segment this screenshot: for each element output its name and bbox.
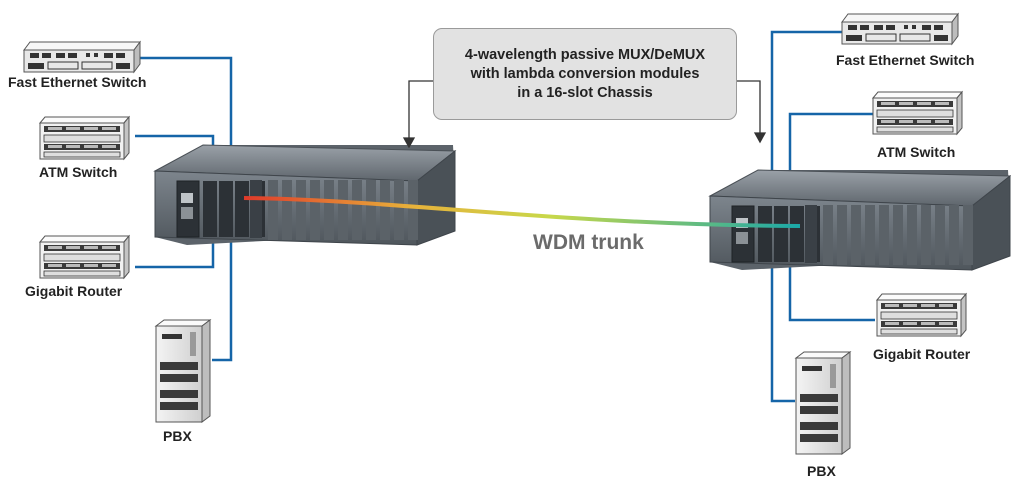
left-pbx-icon bbox=[155, 319, 211, 423]
right-gigabit-router-icon bbox=[876, 293, 967, 337]
right-gigabit-router-label: Gigabit Router bbox=[873, 346, 971, 362]
right-fast-ethernet-switch-label: Fast Ethernet Switch bbox=[836, 52, 975, 68]
right-atm-switch-icon bbox=[872, 91, 963, 135]
callout-arrows bbox=[402, 80, 767, 149]
callout-arrow-right-line bbox=[737, 80, 761, 135]
left-slot-column bbox=[250, 180, 418, 240]
left-gigabit-router-label: Gigabit Router bbox=[25, 283, 123, 299]
left-fast-ethernet-switch-label: Fast Ethernet Switch bbox=[8, 74, 147, 90]
callout-line-1: 4-wavelength passive MUX/DeMUX bbox=[464, 46, 706, 63]
wdm-trunk-line bbox=[243, 196, 801, 228]
left-atm-switch-icon bbox=[39, 116, 130, 160]
left-fast-ethernet-switch-icon bbox=[23, 41, 141, 73]
right-slot-column bbox=[805, 205, 973, 265]
callout-arrow-right-head bbox=[753, 132, 767, 144]
callout-line-3: in a 16-slot Chassis bbox=[517, 84, 653, 101]
left-pbx-label: PBX bbox=[163, 428, 192, 444]
left-site bbox=[23, 41, 456, 423]
callout-arrow-left-head bbox=[402, 137, 416, 149]
callout-arrow-left-line bbox=[408, 80, 433, 140]
left-gigabit-router-icon bbox=[39, 235, 130, 279]
callout-line-2: with lambda conversion modules bbox=[470, 65, 700, 82]
right-pbx-label: PBX bbox=[807, 463, 836, 479]
right-atm-switch-label: ATM Switch bbox=[877, 144, 956, 160]
callout-box: 4-wavelength passive MUX/DeMUX with lamb… bbox=[433, 28, 737, 120]
right-site bbox=[709, 13, 1011, 455]
left-atm-switch-label: ATM Switch bbox=[39, 164, 118, 180]
wdm-trunk-label: WDM trunk bbox=[533, 231, 644, 254]
right-fast-ethernet-switch-icon bbox=[841, 13, 959, 45]
right-pbx-icon bbox=[795, 351, 851, 455]
